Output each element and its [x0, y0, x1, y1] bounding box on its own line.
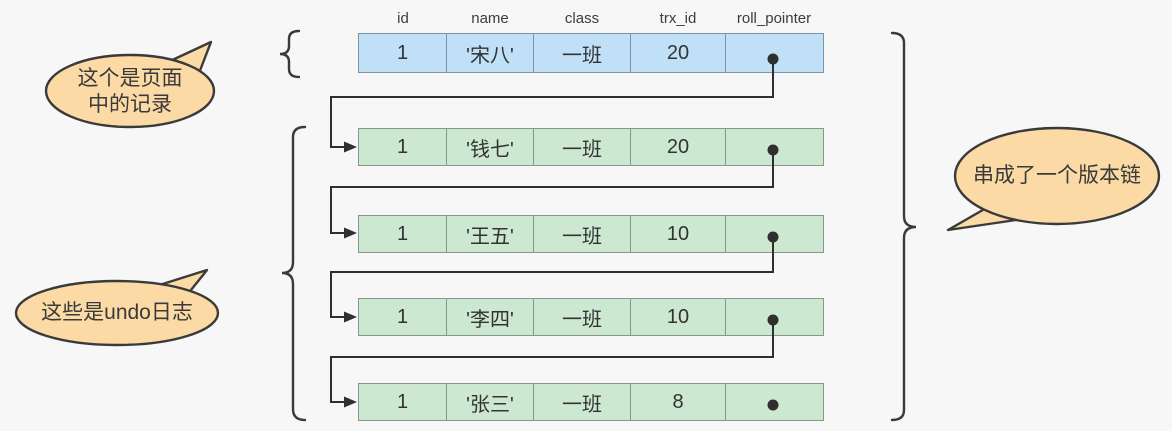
- bubble-tail: [148, 268, 209, 302]
- speech-bubble-undo-logs-label: 这些是undo日志: [41, 301, 193, 324]
- undo-log-row-2: 1 '王五' 一班 10: [358, 215, 824, 253]
- right-brace-version-chain: [890, 31, 917, 422]
- bubble-line-2: 中的记录: [88, 93, 172, 116]
- speech-bubble-page-record-label: 这个是页面 中的记录: [40, 66, 220, 118]
- column-header-name: name: [471, 10, 509, 27]
- cell-roll-pointer: [726, 216, 823, 252]
- cell-trx-id: 20: [631, 129, 726, 165]
- cell-trx-id: 8: [631, 384, 726, 420]
- left-brace-page-record: [279, 29, 301, 79]
- cell-name: '王五': [447, 216, 534, 252]
- bubble-tail: [946, 205, 1018, 232]
- arrowheads: [344, 141, 357, 408]
- cell-name: '宋八': [447, 34, 534, 72]
- cell-roll-pointer: [726, 34, 823, 72]
- cell-trx-id: 10: [631, 299, 726, 335]
- cell-roll-pointer: [726, 299, 823, 335]
- bubble-line-1: 这个是页面: [77, 67, 183, 90]
- page-record-row: 1 '宋八' 一班 20: [358, 33, 824, 73]
- cell-id: 1: [359, 216, 447, 252]
- column-header-trx-id: trx_id: [659, 10, 697, 27]
- undo-log-row-4: 1 '张三' 一班 8: [358, 383, 824, 421]
- cell-class: 一班: [534, 216, 631, 252]
- undo-log-row-3: 1 '李四' 一班 10: [358, 298, 824, 336]
- cell-roll-pointer: [726, 129, 823, 165]
- column-header-class: class: [564, 10, 600, 27]
- cell-class: 一班: [534, 34, 631, 72]
- undo-log-row-1: 1 '钱七' 一班 20: [358, 128, 824, 166]
- cell-class: 一班: [534, 384, 631, 420]
- column-header-id: id: [397, 10, 409, 27]
- cell-name: '张三': [447, 384, 534, 420]
- arrowhead-icon: [344, 141, 357, 153]
- cell-roll-pointer: [726, 384, 823, 420]
- speech-bubble-version-chain-label: 串成了一个版本链: [973, 164, 1141, 187]
- left-brace-undo-logs: [281, 125, 307, 422]
- cell-name: '钱七': [447, 129, 534, 165]
- cell-trx-id: 10: [631, 216, 726, 252]
- cell-id: 1: [359, 384, 447, 420]
- arrowhead-icon: [344, 311, 357, 323]
- cell-class: 一班: [534, 129, 631, 165]
- column-header-roll-pointer: roll_pointer: [736, 10, 812, 27]
- arrowhead-icon: [344, 396, 357, 408]
- cell-id: 1: [359, 129, 447, 165]
- cell-id: 1: [359, 299, 447, 335]
- cell-name: '李四': [447, 299, 534, 335]
- cell-trx-id: 20: [631, 34, 726, 72]
- cell-id: 1: [359, 34, 447, 72]
- cell-class: 一班: [534, 299, 631, 335]
- arrowhead-icon: [344, 227, 357, 239]
